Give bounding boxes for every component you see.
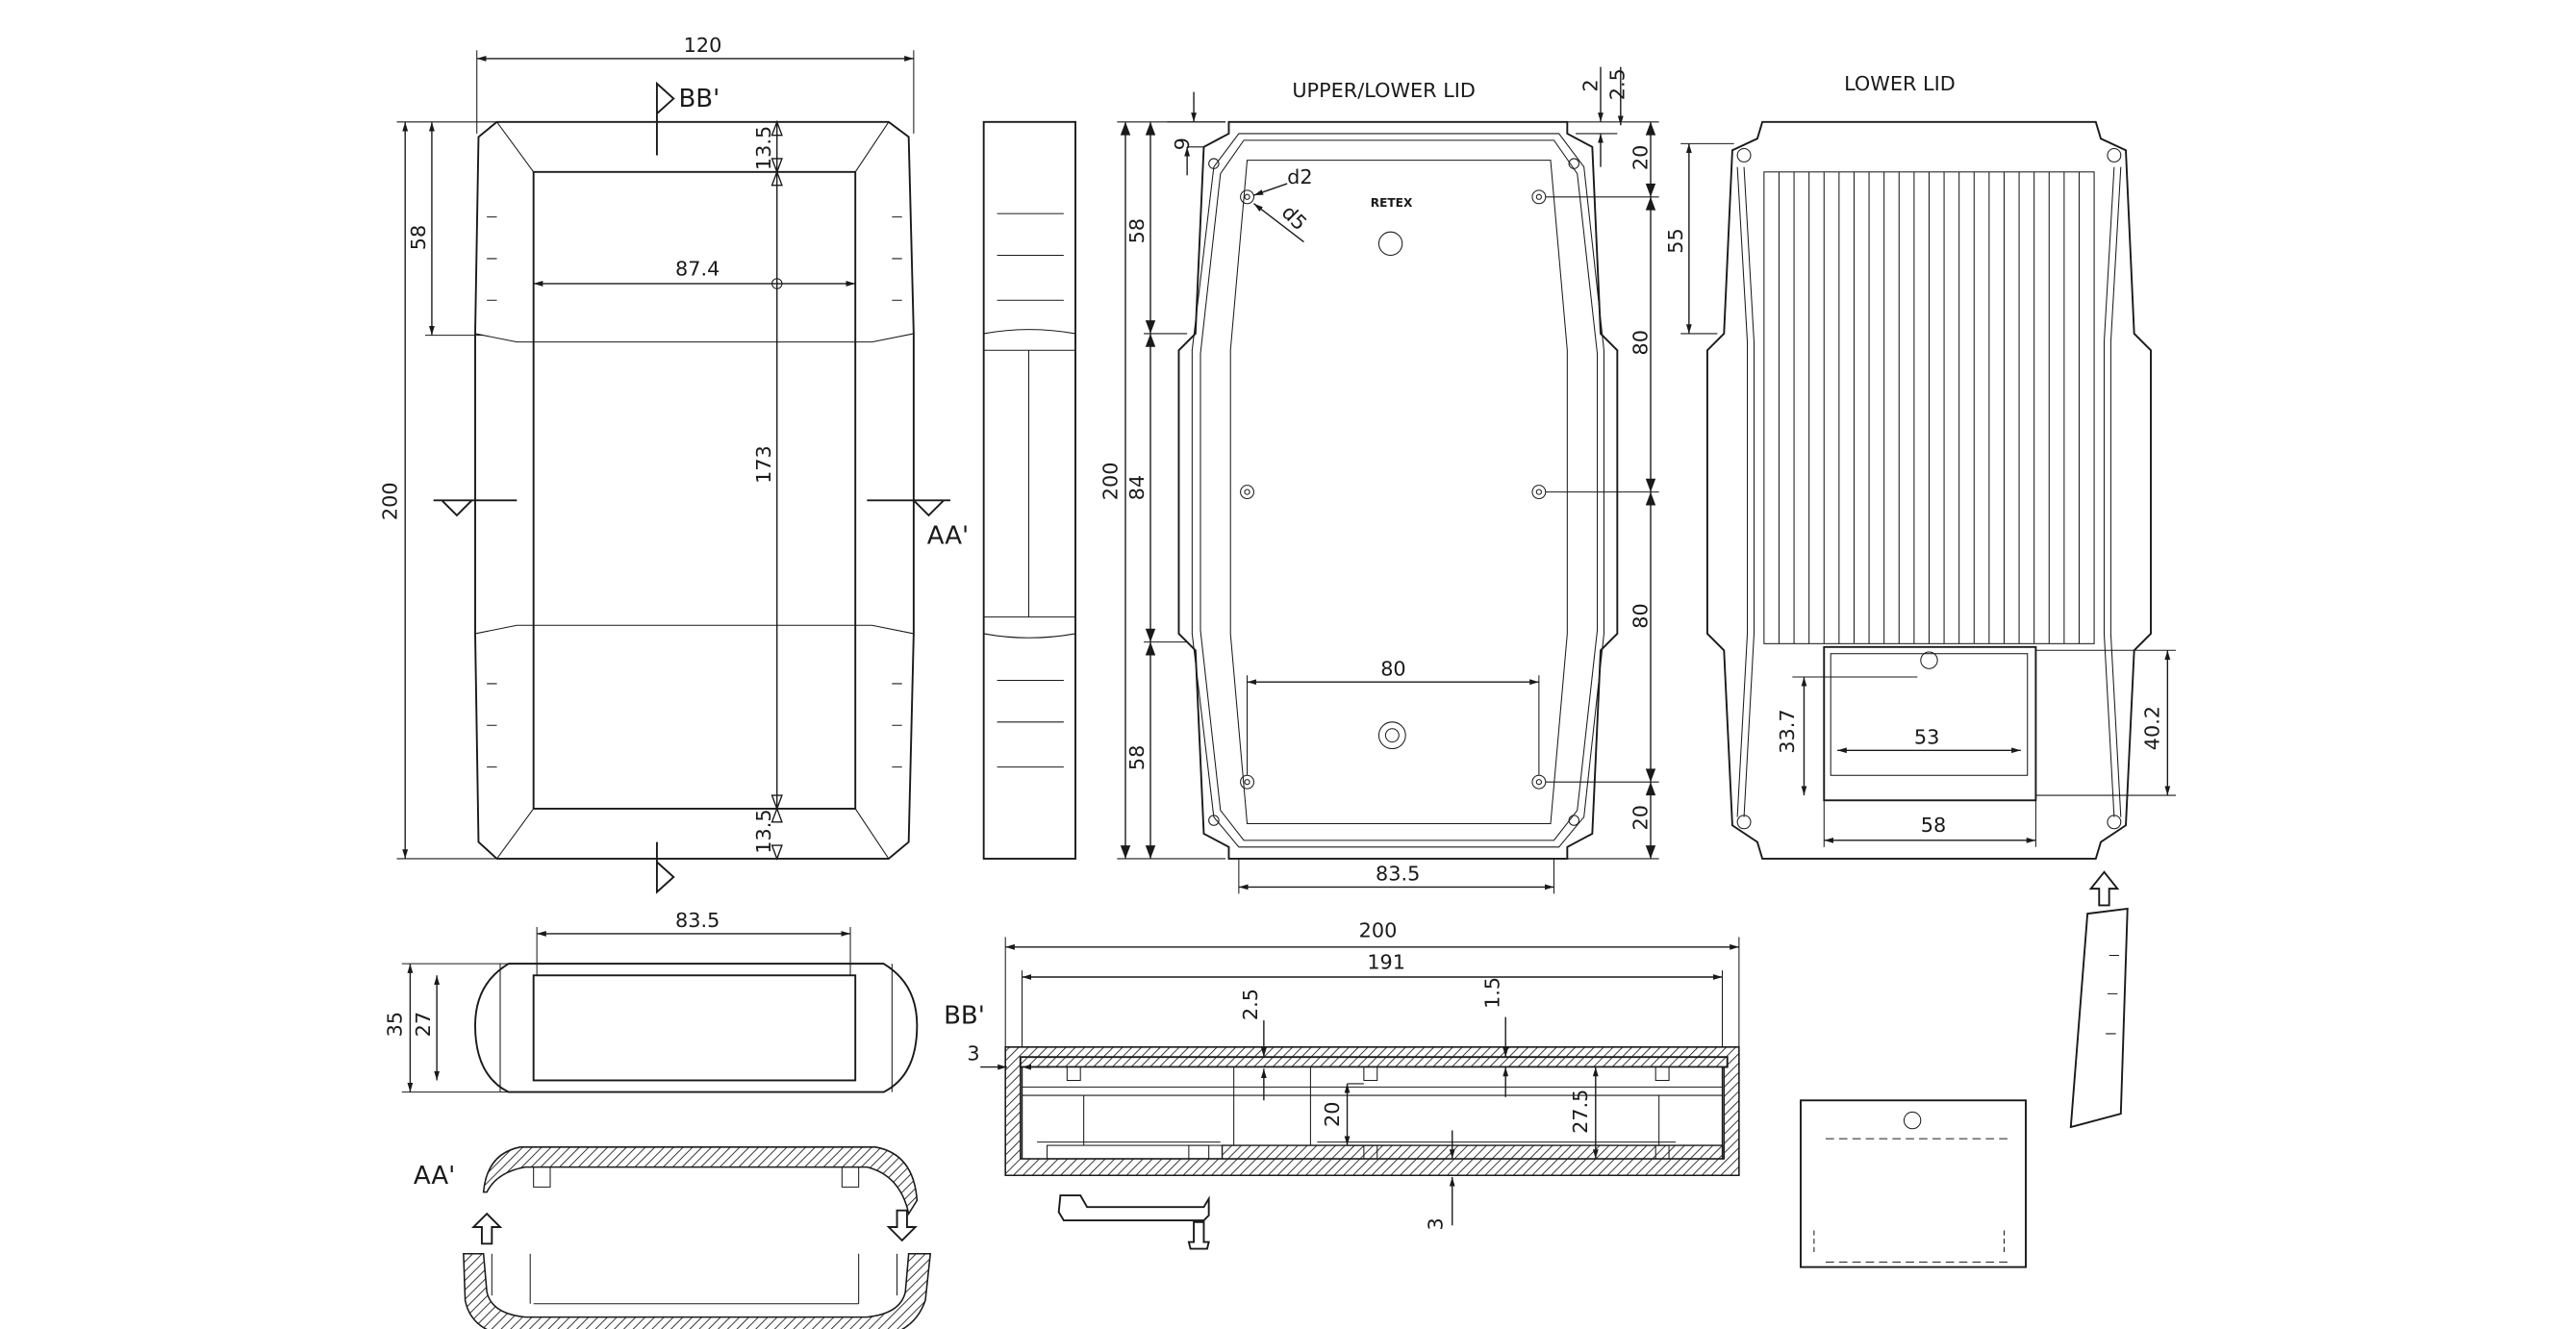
hole-d2-label: d2 <box>1287 165 1312 188</box>
dim-2: 2 <box>1579 79 1603 91</box>
dim-height-200-lid: 200 <box>1099 463 1122 501</box>
dim-inner-27-5: 27.5 <box>1569 1090 1592 1134</box>
dim-20-top: 20 <box>1629 145 1653 170</box>
dim-window-width-87-4: 87.4 <box>675 257 720 280</box>
mounting-holes <box>1208 158 1579 826</box>
dim-margin-top-13-5: 13.5 <box>752 126 775 170</box>
dim-battery-40-2: 40.2 <box>2141 706 2164 750</box>
dim-bottom-3: 3 <box>1424 1217 1447 1230</box>
dim-width-120: 120 <box>684 34 722 57</box>
hole-d5-label: d5 <box>1277 201 1312 236</box>
dim-length-191: 191 <box>1367 950 1405 973</box>
bb-section: BB' 200 191 3 2.5 1.5 20 27.5 3 <box>944 918 1740 1250</box>
rib-lines <box>1778 171 2080 644</box>
dim-2-5: 2.5 <box>1605 68 1629 100</box>
aa-section: AA' <box>414 1146 932 1329</box>
dim-battery-33-7: 33.7 <box>1776 709 1799 753</box>
section-marker-bb: BB' <box>678 85 720 113</box>
dim-seg-80-lower: 80 <box>1629 603 1653 628</box>
display-window <box>532 170 857 810</box>
dim-hole-spacing-80: 80 <box>1380 657 1405 680</box>
battery-compartment <box>1823 645 2037 802</box>
dim-height-200: 200 <box>379 482 402 520</box>
battery-cover-side <box>2069 870 2129 1129</box>
dim-end-inner-27: 27 <box>412 1012 435 1037</box>
title-lower-lid: LOWER LID <box>1844 72 1956 95</box>
dim-seg-84: 84 <box>1125 475 1149 500</box>
dim-20-bottom: 20 <box>1629 805 1653 830</box>
dim-length-200: 200 <box>1359 918 1398 941</box>
dim-wall-1-5: 1.5 <box>1480 977 1503 1009</box>
dim-seg-80-upper: 80 <box>1629 330 1653 355</box>
dim-end-window-83-5: 83.5 <box>675 909 720 932</box>
dim-battery-53: 53 <box>1914 725 1939 748</box>
dim-seg-58-bottom: 58 <box>1125 745 1149 770</box>
dim-bottom-width-83-5: 83.5 <box>1376 862 1420 885</box>
section-marker-aa: AA' <box>927 521 969 550</box>
battery-door-view <box>1800 1099 2027 1268</box>
dim-wall-2-5: 2.5 <box>1239 989 1262 1020</box>
dim-seg-58-top: 58 <box>1125 218 1149 243</box>
dim-margin-bottom-13-5: 13.5 <box>752 809 775 853</box>
dim-battery-58: 58 <box>1921 814 1946 837</box>
retex-logo: RETEX <box>1371 196 1413 210</box>
screw-icon <box>1187 1220 1210 1250</box>
battery-clip-part <box>1057 1194 1210 1222</box>
upper-lower-lid-view: UPPER/LOWER LID RETEX d2 d5 9 <box>1099 66 1659 894</box>
title-upper-lower-lid: UPPER/LOWER LID <box>1292 79 1476 102</box>
recycling-symbol <box>1377 231 1403 256</box>
section-label-bb: BB' <box>944 1002 985 1031</box>
vent-grille-symbol <box>1377 721 1406 750</box>
dim-inner-20: 20 <box>1321 1102 1344 1127</box>
dim-window-height-173: 173 <box>752 445 775 484</box>
side-view <box>982 120 1076 860</box>
dim-top-segment-58: 58 <box>407 225 430 250</box>
dim-side-wall-3: 3 <box>967 1042 979 1066</box>
dim-top-offset-9: 9 <box>1171 138 1194 150</box>
section-label-aa: AA' <box>414 1162 455 1191</box>
dim-lower-lid-55: 55 <box>1664 228 1687 253</box>
end-view: 83.5 35 27 <box>384 909 919 1093</box>
lower-lid-view: LOWER LID 55 33.7 53 58 40.2 <box>1664 72 2176 860</box>
front-view: 120 200 58 13.5 173 13.5 87.4 BB' AA' <box>379 34 969 894</box>
dim-end-height-35: 35 <box>384 1012 407 1037</box>
